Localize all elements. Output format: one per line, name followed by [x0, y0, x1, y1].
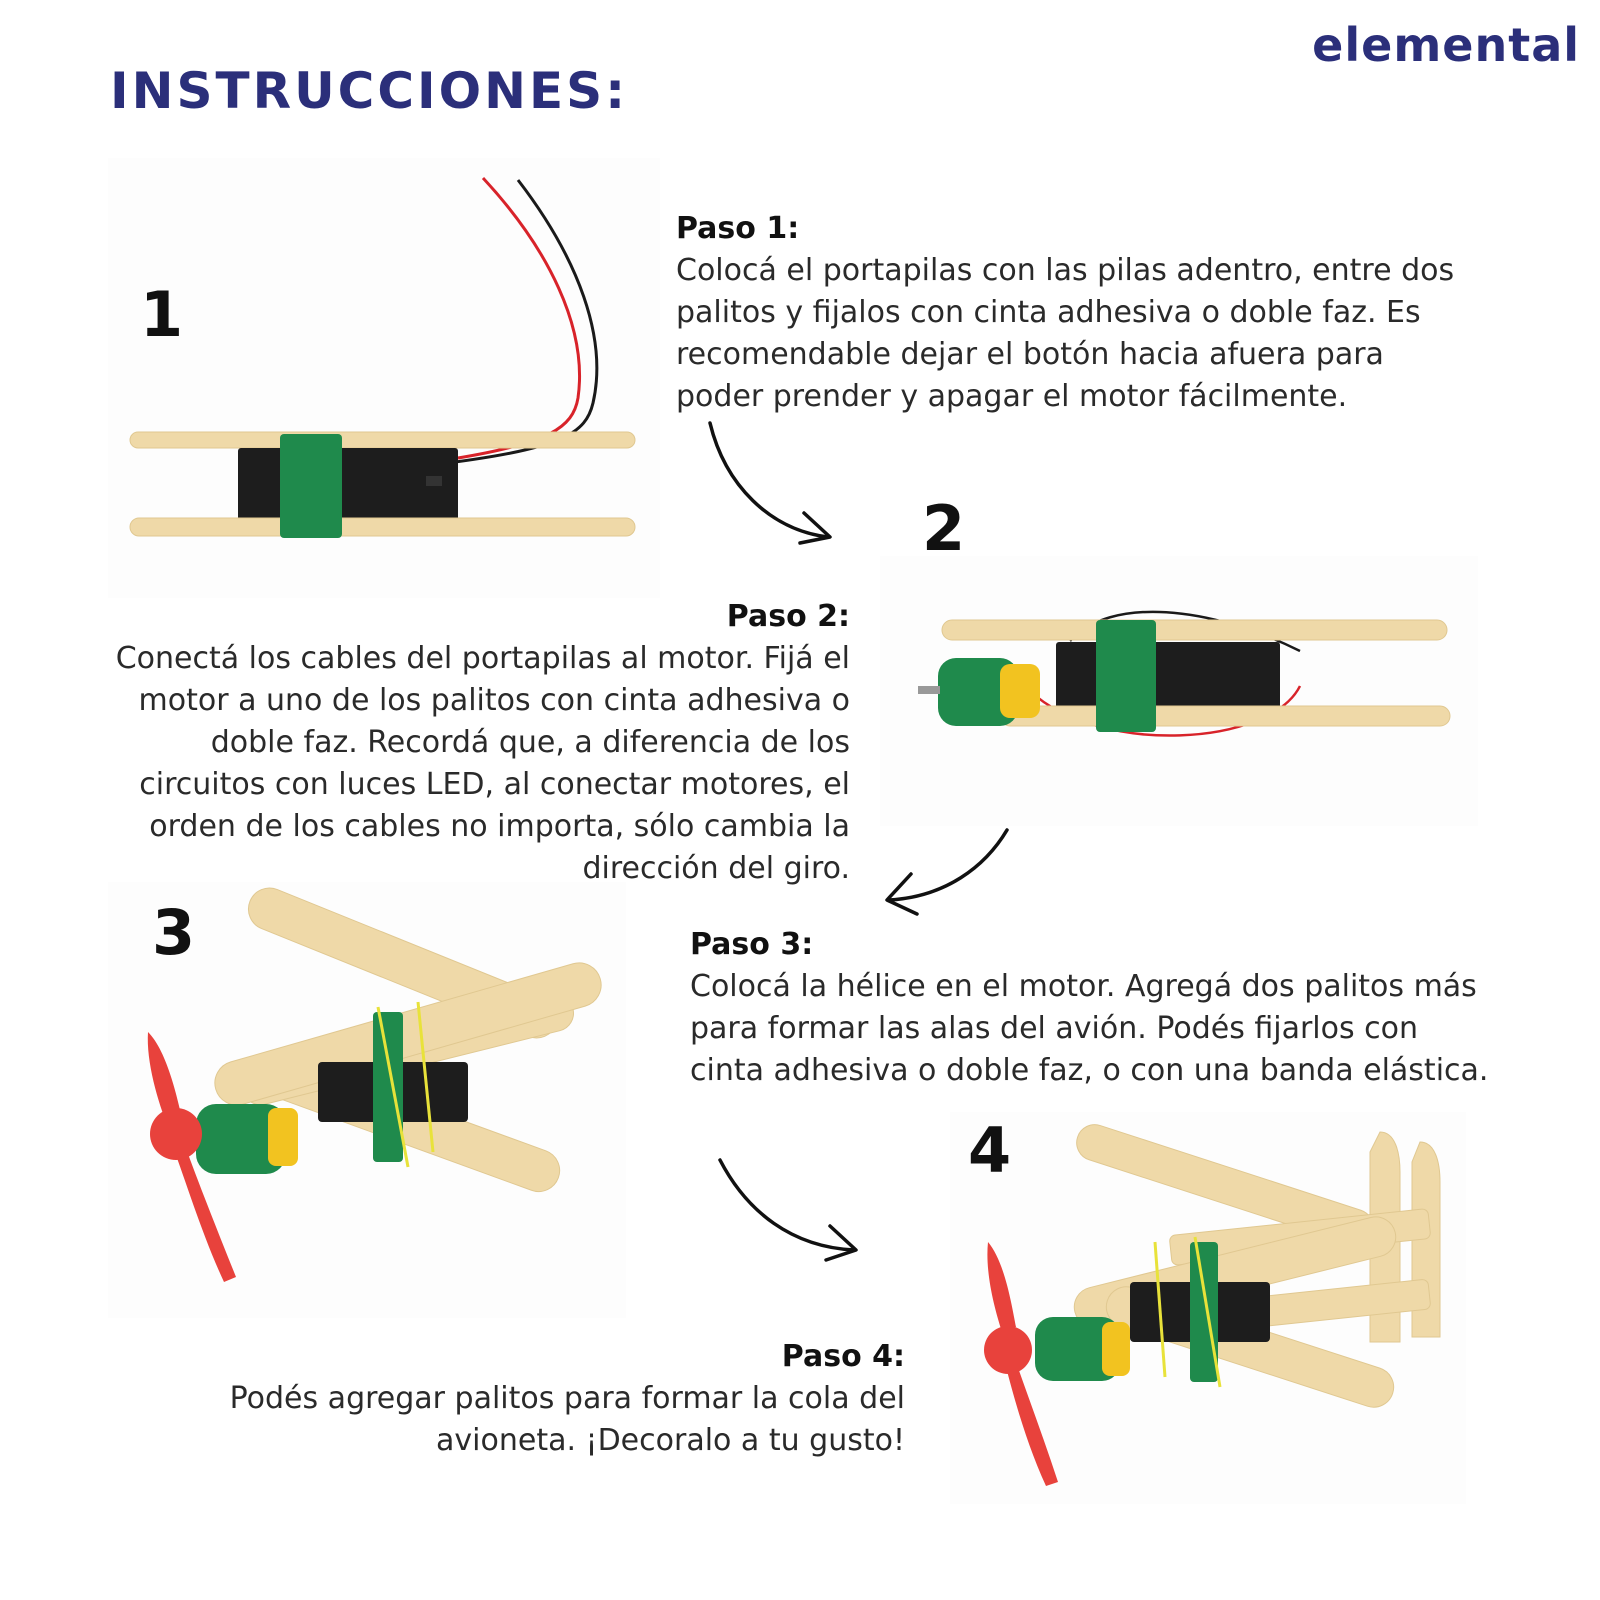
page-title: INSTRUCCIONES:	[110, 62, 629, 120]
step-3-heading: Paso 3:	[690, 927, 814, 962]
step-4-description: Podés agregar palitos para formar la col…	[229, 1381, 905, 1458]
step-4-photo	[950, 1112, 1466, 1504]
step-3-photo	[108, 882, 626, 1318]
finished-airplane-illustration	[984, 1124, 1441, 1486]
arrow-icon	[718, 1158, 858, 1262]
step-1-number: 1	[140, 278, 184, 351]
step-1-heading: Paso 1:	[676, 211, 800, 246]
step-3-description: Colocá la hélice en el motor. Agregá dos…	[690, 969, 1489, 1088]
step-2-photo	[880, 556, 1478, 826]
step-2-number: 2	[922, 492, 966, 565]
airplane-wings-illustration	[147, 887, 602, 1282]
step-4-heading: Paso 4:	[781, 1339, 905, 1374]
step-2-description: Conectá los cables del portapilas al mot…	[115, 641, 850, 886]
step-4-text: Paso 4: Podés agregar palitos para forma…	[200, 1336, 905, 1462]
step-2-heading: Paso 2:	[726, 599, 850, 634]
step-3-text: Paso 3: Colocá la hélice en el motor. Ag…	[690, 924, 1490, 1092]
arrow-icon	[708, 421, 832, 545]
step-4-number: 4	[968, 1114, 1012, 1187]
arrow-icon	[885, 828, 1009, 916]
step-1-text: Paso 1: Colocá el portapilas con las pil…	[676, 208, 1476, 418]
motor-assembly-illustration	[918, 610, 1451, 737]
step-3-number: 3	[152, 896, 196, 969]
step-2-text: Paso 2: Conectá los cables del portapila…	[80, 596, 850, 890]
step-1-photo	[108, 158, 660, 598]
step-1-description: Colocá el portapilas con las pilas adent…	[676, 253, 1455, 414]
battery-holder-illustration	[129, 176, 636, 538]
brand-logo: elemental	[1312, 18, 1580, 72]
